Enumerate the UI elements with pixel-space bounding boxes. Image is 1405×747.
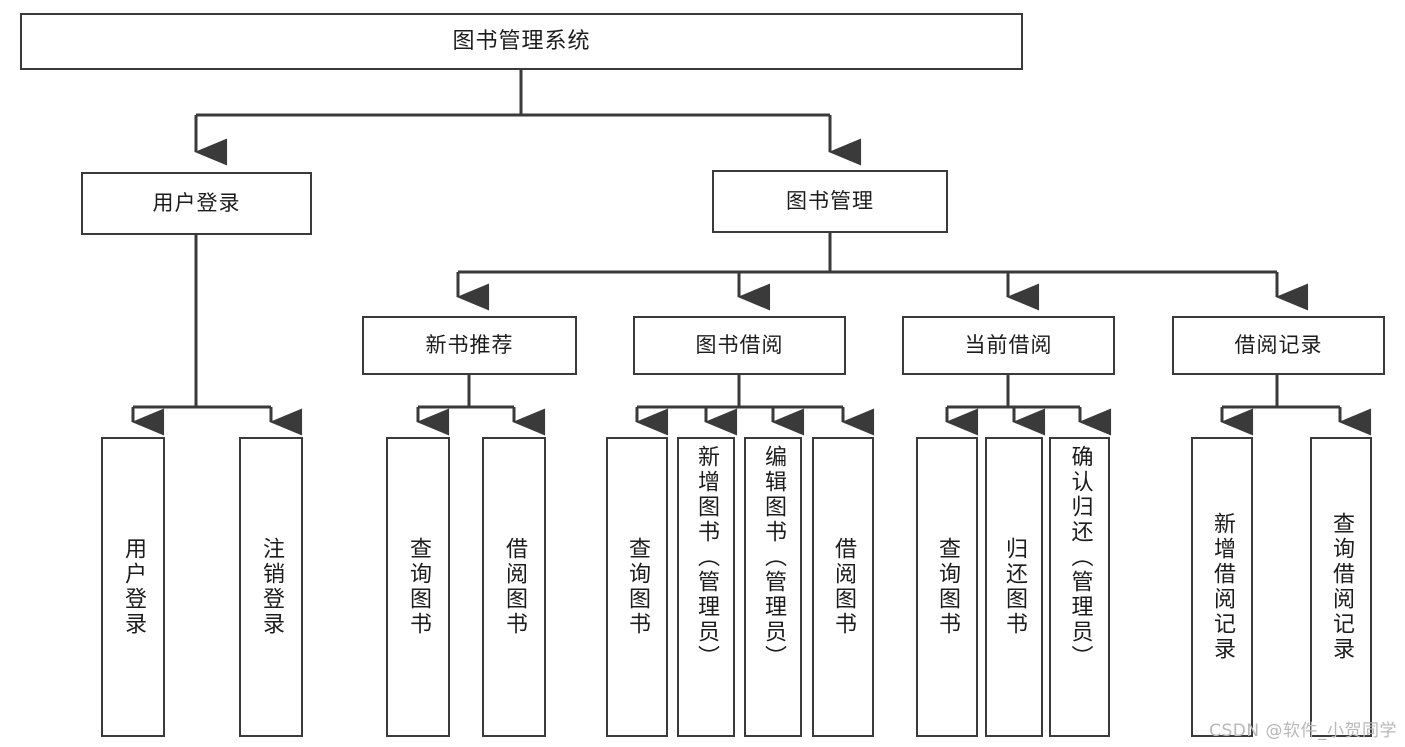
node-label: 图书管理 [786,189,874,214]
node-label: 用户登录 [152,191,241,216]
node-label: 借阅图书 [502,537,527,637]
node-user-login[interactable]: 用户登录 [81,172,312,235]
leaf-query-book-current[interactable]: 查询图书 [916,437,978,737]
node-root-system[interactable]: 图书管理系统 [20,13,1023,70]
node-label: 新增借阅记录 [1210,512,1235,662]
node-label: 借阅记录 [1234,333,1323,358]
node-label: 查询图书 [406,537,431,637]
node-new-book-recommend[interactable]: 新书推荐 [362,316,577,375]
node-label: 图书借阅 [695,333,784,358]
node-label: 查询图书 [935,537,960,637]
leaf-borrow-book[interactable]: 借阅图书 [812,437,874,737]
node-label: 编辑图书（管理员） [761,445,786,670]
node-label: 用户登录 [121,537,146,637]
node-label: 查询图书 [625,537,650,637]
leaf-borrow-book-recommend[interactable]: 借阅图书 [482,437,546,737]
node-label: 新书推荐 [425,333,514,358]
leaf-edit-book-admin[interactable]: 编辑图书（管理员） [744,437,802,737]
node-label: 查询借阅记录 [1329,512,1354,662]
leaf-user-login[interactable]: 用户登录 [101,437,165,737]
node-label: 确认归还（管理员） [1067,445,1093,670]
leaf-query-book-borrow[interactable]: 查询图书 [606,437,668,737]
node-current-borrow[interactable]: 当前借阅 [902,316,1115,375]
node-label: 图书管理系统 [452,28,591,54]
leaf-return-book[interactable]: 归还图书 [985,437,1043,737]
leaf-query-book-recommend[interactable]: 查询图书 [386,437,450,737]
node-borrow-record[interactable]: 借阅记录 [1172,316,1385,375]
node-label: 新增图书（管理员） [694,445,719,670]
leaf-query-borrow-record[interactable]: 查询借阅记录 [1310,437,1372,737]
node-label: 归还图书 [1002,537,1027,637]
node-label: 借阅图书 [831,537,856,637]
csdn-watermark: CSDN @软件_小贺同学 [1209,721,1397,741]
leaf-add-borrow-record[interactable]: 新增借阅记录 [1191,437,1253,737]
node-label: 注销登录 [259,537,284,637]
leaf-logout-login[interactable]: 注销登录 [239,437,303,737]
node-book-management[interactable]: 图书管理 [712,170,948,233]
node-label: 当前借阅 [964,333,1053,358]
node-book-borrow[interactable]: 图书借阅 [633,316,846,375]
leaf-confirm-return-admin[interactable]: 确认归还（管理员） [1049,437,1110,737]
leaf-add-book-admin[interactable]: 新增图书（管理员） [677,437,735,737]
